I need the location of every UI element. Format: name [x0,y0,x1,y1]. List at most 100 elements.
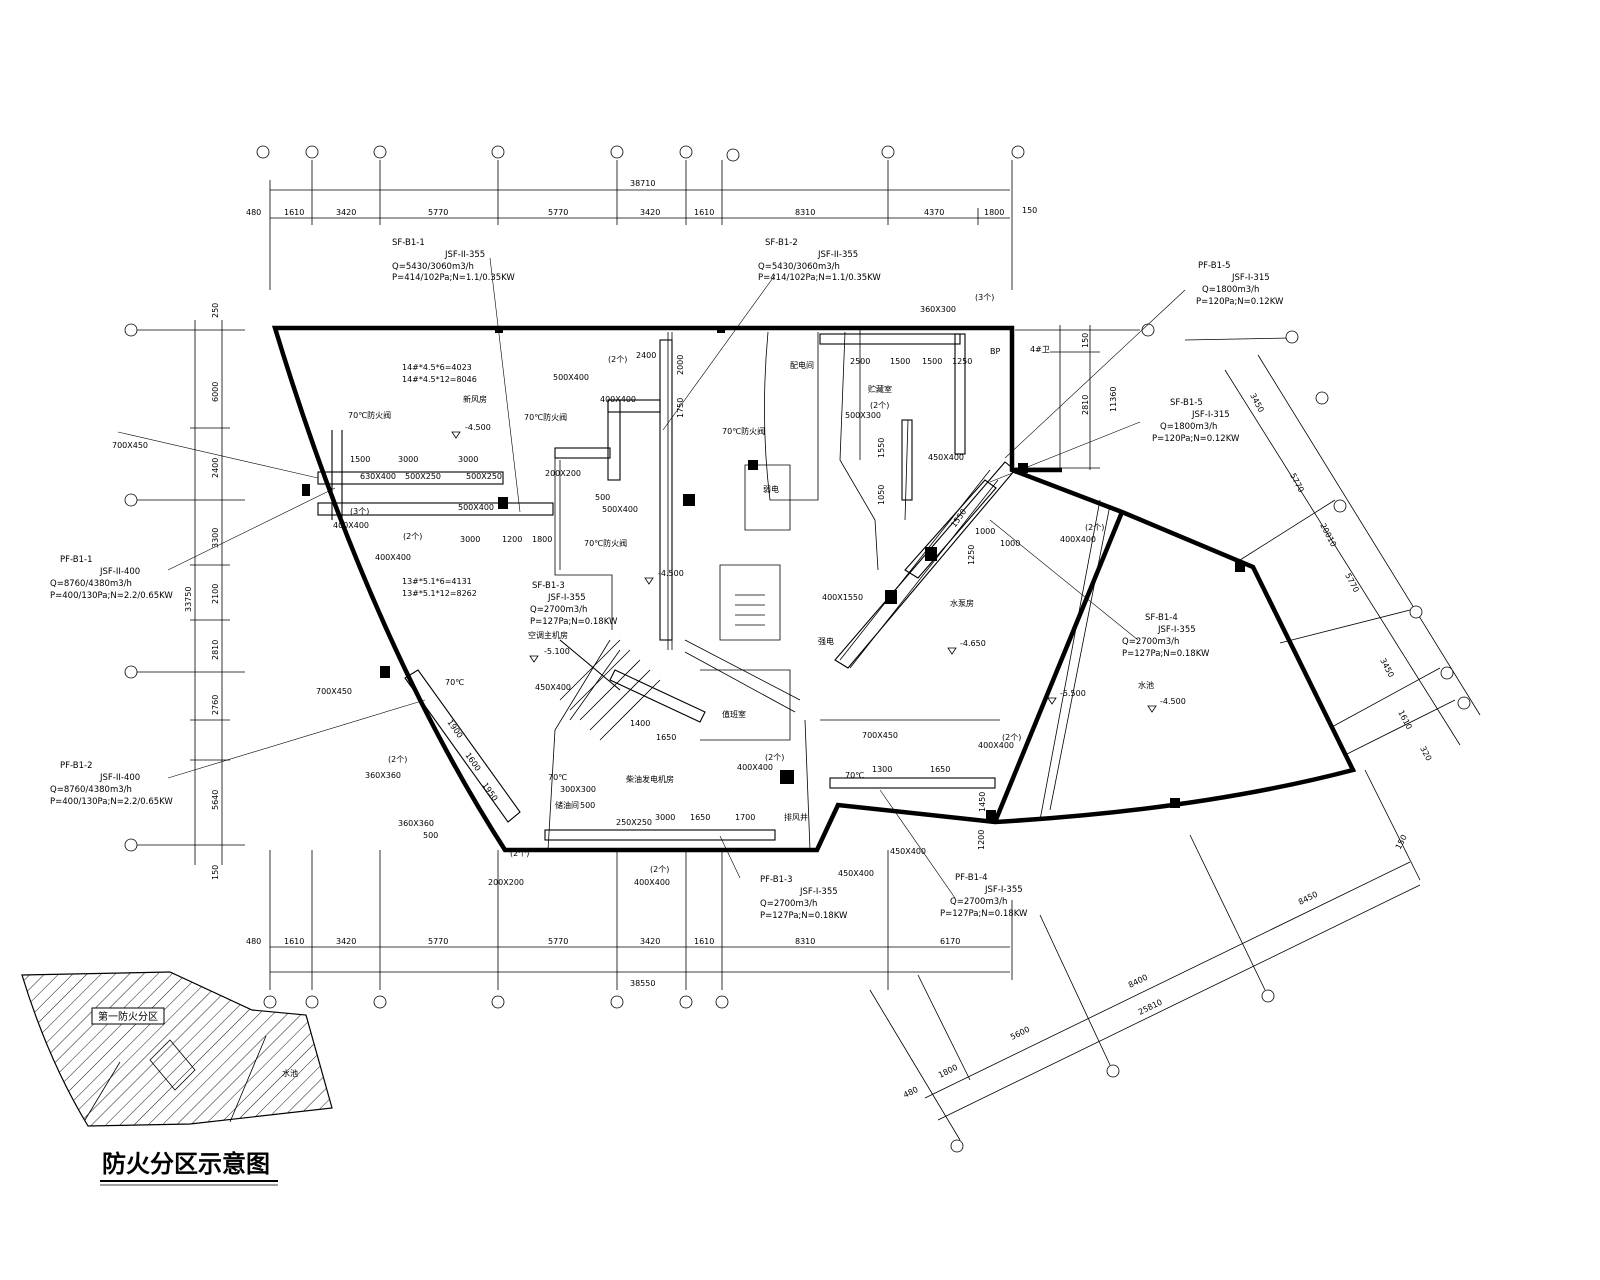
equipment-model: JSF-II-355 [444,250,485,260]
equipment-model: JSF-II-400 [99,773,140,783]
equipment-id: PF-B1-1 [60,555,93,565]
equipment-power: P=414/102Pa;N=1.1/0.35KW [758,273,881,283]
duct-size: 400X400 [978,741,1014,750]
grid-bubble [1141,323,1155,337]
duct-size: 500X300 [845,411,881,420]
duct-size: 700X450 [112,441,148,450]
grid-bubble [1315,391,1329,405]
left-seg-dim: 2400 [211,458,220,478]
misc-label: 500 [580,801,595,810]
right-upper-dim: 150 [1081,333,1090,348]
grid-bubble [881,145,895,159]
misc-label: 500 [595,493,610,502]
equipment-flow: Q=5430/3060m3/h [392,262,474,272]
duct-length: 2000 [676,355,685,375]
duct-size: 400X400 [737,763,773,772]
bottom-diag-dim: 5600 [1009,1025,1031,1042]
left-seg-dim: 2810 [211,640,220,660]
leader-lines [117,257,1186,899]
equipment-id: PF-B1-5 [1198,261,1231,271]
equipment-power: P=120Pa;N=0.12KW [1152,434,1240,444]
fan-block [1235,562,1245,572]
inset-title: 防火分区示意图 [102,1150,270,1178]
duct-size: 250X250 [616,818,652,827]
calc-note: 13#*5.1*6=4131 [402,577,472,586]
duct-length: 3000 [655,813,675,822]
duct-size: 360X360 [398,819,434,828]
top-right-offset: 150 [1022,206,1037,215]
grid-bubble [124,665,138,679]
equipment-tag-sf-b1-5: SF-B1-5 JSF-I-315 Q=1800m3/h P=120Pa;N=0… [1152,398,1240,444]
duct-length: 1550 [877,438,886,458]
duct-segment [544,829,776,841]
equipment-model: JSF-I-355 [1157,625,1196,635]
top-grid-bubbles [256,145,1025,162]
level-marks: -4.500 -5.100 -4.500 -4.650 -5.500 -4.50… [451,423,1186,713]
grid-bubble [491,995,505,1009]
level-mark: -4.500 [1160,697,1186,706]
duct-size: 200X200 [545,469,581,478]
room-label: 空调主机房 [528,630,568,640]
grid-bubble [1106,1064,1120,1078]
equipment-flow: Q=2700m3/h [950,897,1007,907]
bottom-seg-dim: 3420 [640,937,660,946]
equipment-id: SF-B1-2 [765,238,798,248]
equipment-flow: Q=1800m3/h [1202,285,1259,295]
top-seg-dim: 4370 [924,208,944,217]
level-mark: -5.500 [1060,689,1086,698]
duct-size: 450X400 [838,869,874,878]
equipment-power: P=400/130Pa;N=2.2/0.65KW [50,591,173,601]
equipment-model: JSF-I-355 [799,887,838,897]
equipment-id: SF-B1-3 [532,581,565,591]
duct-size: 500X250 [466,472,502,481]
grid-bubble [256,145,270,159]
left-seg-dim: 3300 [211,528,220,548]
duct-segment [901,419,913,501]
equipment-flow: Q=2700m3/h [530,605,587,615]
duct-length: 1200 [977,830,986,850]
misc-label: 70℃ [445,678,464,687]
room-label: 4#卫 [1030,345,1050,354]
duct-length: 1050 [877,485,886,505]
level-mark: -4.500 [465,423,491,432]
grid-bubble [715,995,729,1009]
duct-length: 1950 [480,781,499,803]
room-label: 排风井 [784,812,808,822]
equipment-tag-pf-b1-3: PF-B1-3 JSF-I-355 Q=2700m3/h P=127Pa;N=0… [760,875,848,921]
room-label: 水池 [1138,680,1154,690]
duct-size: 400X400 [375,553,411,562]
room-label: 贮藏室 [868,384,892,394]
misc-label: (2个) [510,849,529,858]
equipment-id: PF-B1-3 [760,875,793,885]
bottom-seg-dim: 8310 [795,937,815,946]
grid-bubble [726,148,740,162]
duct-size: 360X360 [365,771,401,780]
bottom-diag-dim: 8450 [1297,890,1319,907]
grid-bubble [1409,605,1423,619]
bottom-left-offset: 480 [246,937,261,946]
inset-zone-label-box [91,1007,165,1025]
fan-block [302,484,310,496]
duct-size: 450X400 [890,847,926,856]
duct-length: 1800 [532,535,552,544]
misc-label: (2个) [608,355,627,364]
equipment-power: P=414/102Pa;N=1.1/0.35KW [392,273,515,283]
grid-bubble [1457,696,1471,710]
room-label: 配电间 [790,360,814,370]
equipment-tag-sf-b1-4: SF-B1-4 JSF-I-355 Q=2700m3/h P=127Pa;N=0… [1122,613,1210,659]
duct-length: 1650 [930,765,950,774]
equipment-tag-pf-b1-5: PF-B1-5 JSF-I-315 Q=1800m3/h P=120Pa;N=0… [1196,261,1284,307]
top-seg-dim: 1610 [284,208,304,217]
duct-segment [819,333,961,345]
fan-block [885,590,897,604]
grid-bubble [1440,666,1454,680]
duct-size: 700X450 [316,687,352,696]
grid-bubble [263,995,277,1009]
misc-labels: 500 500 500 BP 70℃防火阀 70℃防火阀 70℃防火阀 70℃防… [348,293,1104,874]
duct-length: 1400 [630,719,650,728]
bottom-diag-dim: 480 [902,1085,920,1100]
grid-bubble [610,995,624,1009]
grid-bubble [610,145,624,159]
duct-segment [317,502,554,516]
bottom-diagonal-dimension: 480 1800 5600 8400 25810 8450 150 [869,769,1421,1153]
